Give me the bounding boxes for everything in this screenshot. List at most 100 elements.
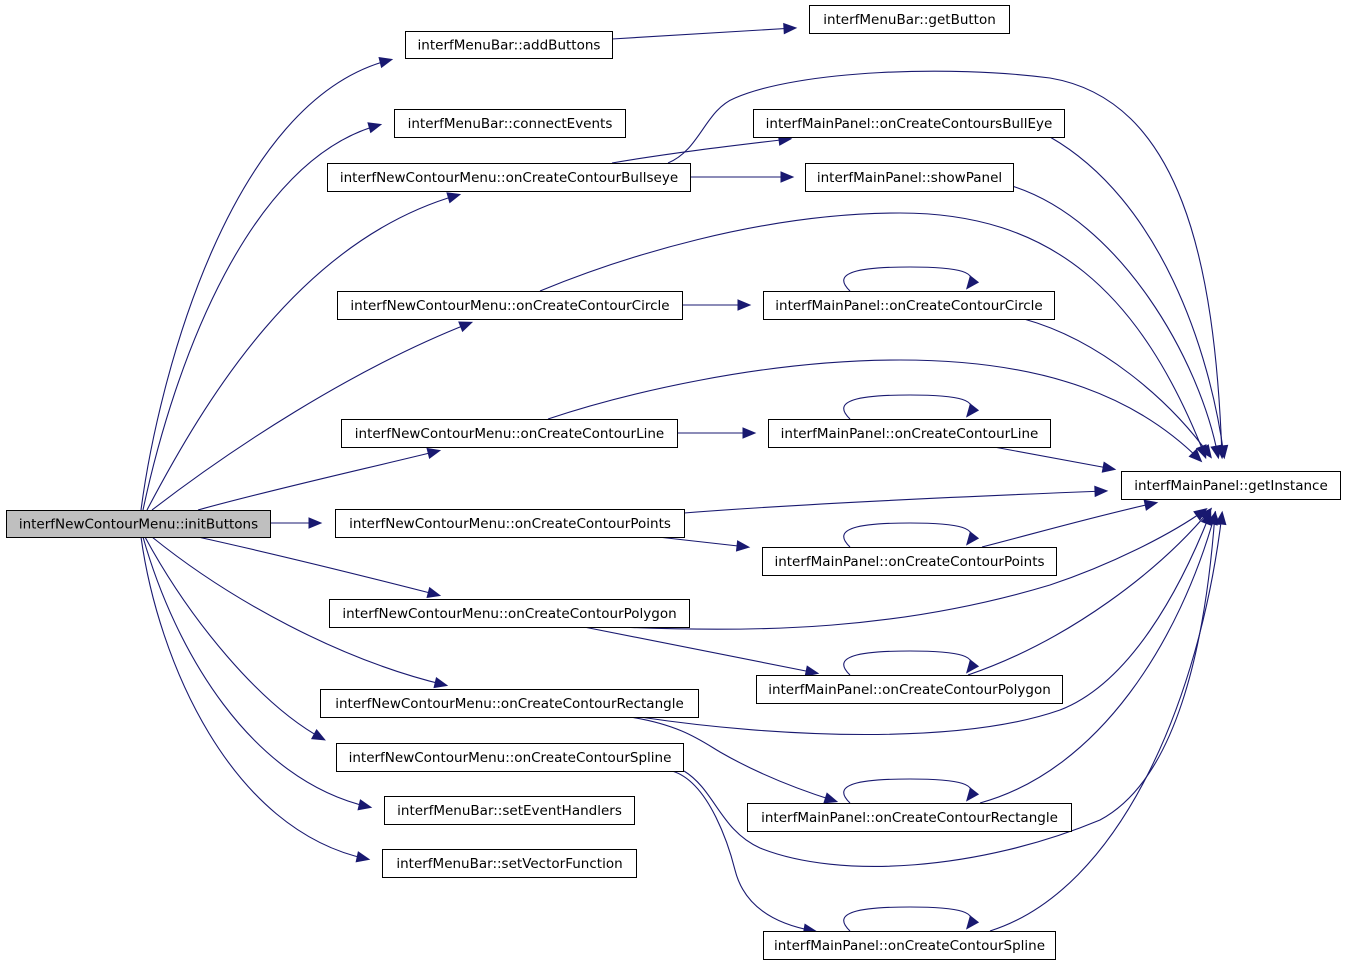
edge-addButtons-to-getButton [611, 22, 798, 40]
arrowhead-icon [367, 122, 383, 134]
node-label: interfNewContourMenu::onCreateContourPoi… [349, 516, 671, 532]
node-box[interactable] [329, 599, 690, 628]
node-mpPoints[interactable]: interfMainPanel::onCreateContourPoints [762, 547, 1057, 576]
edge-line [981, 502, 1156, 548]
node-label: interfMainPanel::showPanel [817, 170, 1002, 186]
node-box[interactable] [768, 419, 1051, 448]
edge-line [611, 27, 795, 40]
node-line[interactable]: interfNewContourMenu::onCreateContourLin… [341, 419, 678, 448]
edge-mpPolygon-to-mpPolygon [843, 650, 980, 676]
edge-spline-to-mpSpline [671, 770, 818, 935]
edge-mpBullEye-to-getInstance [1049, 136, 1229, 460]
edge-line [539, 212, 1206, 457]
edge-line [197, 536, 439, 596]
node-box[interactable] [336, 743, 684, 772]
edge-mpSpline-to-mpSpline [843, 906, 980, 932]
node-box[interactable] [747, 803, 1072, 832]
node-label: interfNewContourMenu::onCreateContourCir… [350, 298, 669, 314]
node-label: interfMainPanel::getInstance [1134, 478, 1328, 494]
edge-root-to-spline [144, 536, 326, 741]
node-box[interactable] [337, 291, 683, 320]
arrowhead-icon [965, 531, 980, 546]
node-addButtons[interactable]: interfMenuBar::addButtons [405, 31, 613, 59]
node-root[interactable]: interfNewContourMenu::initButtons [6, 510, 271, 538]
node-setEventHandlers[interactable]: interfMenuBar::setEventHandlers [384, 796, 635, 825]
edge-root-to-bullseye [146, 192, 462, 511]
node-rectangle[interactable]: interfNewContourMenu::onCreateContourRec… [320, 689, 699, 718]
edge-mpCircle-to-mpCircle [843, 266, 980, 292]
node-circle[interactable]: interfNewContourMenu::onCreateContourCir… [337, 291, 683, 320]
node-label: interfMainPanel::onCreateContoursBullEye [766, 116, 1053, 132]
edge-line [671, 770, 815, 932]
node-label: interfMenuBar::addButtons [418, 38, 601, 54]
node-mpShowPanel[interactable]: interfMainPanel::showPanel [805, 163, 1014, 192]
edge-line [140, 59, 391, 511]
node-box[interactable] [762, 547, 1057, 576]
node-box[interactable] [341, 419, 678, 448]
edge-line [1011, 185, 1219, 457]
node-getInstance[interactable]: interfMainPanel::getInstance [1121, 471, 1341, 500]
node-label: interfMainPanel::onCreateContourLine [781, 426, 1039, 442]
node-label: interfNewContourMenu::initButtons [19, 517, 258, 533]
node-spline[interactable]: interfNewContourMenu::onCreateContourSpl… [336, 743, 684, 772]
node-mpBullEye[interactable]: interfMainPanel::onCreateContoursBullEye [753, 109, 1065, 138]
edge-root-to-addButtons [140, 56, 394, 511]
edge-line [629, 716, 836, 802]
node-mpCircle[interactable]: interfMainPanel::onCreateContourCircle [763, 291, 1055, 320]
node-mpPolygon[interactable]: interfMainPanel::onCreateContourPolygon [756, 675, 1063, 704]
edge-root-to-line [197, 447, 442, 511]
node-box[interactable] [805, 163, 1014, 192]
node-box[interactable] [1121, 471, 1341, 500]
edge-line [667, 70, 1223, 457]
edge-line [619, 509, 1206, 630]
node-polygon[interactable]: interfNewContourMenu::onCreateContourPol… [329, 599, 690, 628]
node-box[interactable] [327, 163, 691, 192]
edge-line [967, 509, 1211, 676]
node-mpLine[interactable]: interfMainPanel::onCreateContourLine [768, 419, 1051, 448]
node-mpRectangle[interactable]: interfMainPanel::onCreateContourRectangl… [747, 803, 1072, 832]
node-box[interactable] [763, 291, 1055, 320]
edge-bullseye-to-mpBullEye [611, 134, 793, 164]
node-box[interactable] [405, 31, 613, 59]
edge-line [683, 490, 1106, 514]
node-getButton[interactable]: interfMenuBar::getButton [809, 5, 1010, 34]
arrowhead-icon [1206, 510, 1218, 526]
edge-polygon-to-mpPolygon [583, 626, 820, 677]
node-bullseye[interactable]: interfNewContourMenu::onCreateContourBul… [327, 163, 691, 192]
edge-line [140, 536, 368, 860]
edge-line [989, 513, 1223, 932]
edge-root-to-setVectorFunction [140, 536, 371, 863]
node-label: interfMainPanel::onCreateContourSpline [774, 938, 1045, 954]
node-box[interactable] [335, 509, 685, 538]
node-box[interactable] [394, 109, 626, 138]
edge-points-to-mpPoints [657, 536, 751, 552]
node-mpSpline[interactable]: interfMainPanel::onCreateContourSpline [763, 931, 1056, 960]
edge-root-to-polygon [197, 536, 442, 599]
node-label: interfMenuBar::getButton [823, 12, 996, 28]
node-box[interactable] [756, 675, 1063, 704]
node-points[interactable]: interfNewContourMenu::onCreateContourPoi… [335, 509, 685, 538]
edge-line [843, 266, 972, 292]
arrowhead-icon [458, 321, 474, 333]
edge-mpShowPanel-to-getInstance [1011, 185, 1222, 460]
node-box[interactable] [753, 109, 1065, 138]
node-box[interactable] [6, 510, 271, 538]
arrowhead-icon [1199, 444, 1212, 459]
arrowhead-icon [735, 540, 751, 552]
node-label: interfNewContourMenu::onCreateContourPol… [342, 606, 676, 622]
edge-mpSpline-to-getInstance [989, 510, 1227, 932]
edge-line-to-getInstance [547, 359, 1203, 463]
node-layer: interfNewContourMenu::initButtonsinterfM… [6, 5, 1341, 960]
edge-line [843, 906, 972, 932]
node-box[interactable] [763, 931, 1056, 960]
node-label: interfMainPanel::onCreateContourCircle [775, 298, 1042, 314]
node-setVectorFunction[interactable]: interfMenuBar::setVectorFunction [382, 849, 637, 878]
node-box[interactable] [320, 689, 699, 718]
node-box[interactable] [382, 849, 637, 878]
node-box[interactable] [384, 796, 635, 825]
node-box[interactable] [809, 5, 1010, 34]
node-connectEvents[interactable]: interfMenuBar::connectEvents [394, 109, 626, 138]
edge-circle-to-mpCircle [682, 299, 752, 311]
edge-line [142, 124, 380, 511]
